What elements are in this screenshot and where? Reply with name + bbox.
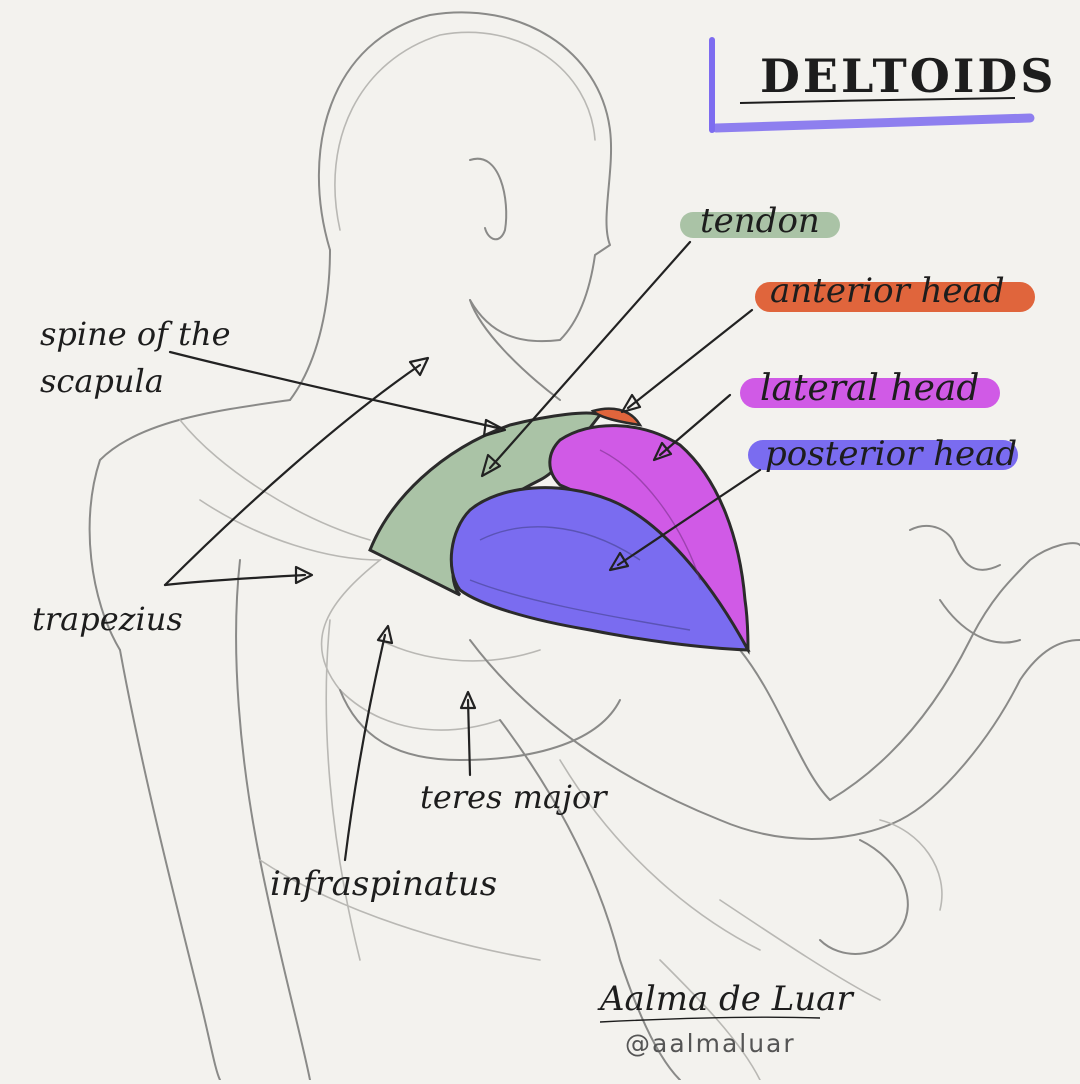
arrowhead bbox=[376, 624, 394, 645]
arrowhead bbox=[459, 690, 477, 710]
lateral-head-leader-line bbox=[658, 393, 732, 457]
infraspinatus-leader-line bbox=[343, 633, 387, 862]
tendon-leader-line bbox=[488, 240, 692, 470]
deltoid-muscles bbox=[368, 407, 751, 655]
anterior-head-leader-line bbox=[626, 308, 754, 410]
trapezius-leader-line-lower bbox=[163, 573, 307, 587]
spine-of-scapula-label-line2: scapula bbox=[40, 362, 164, 400]
arrowhead bbox=[482, 418, 507, 438]
posterior-head-highlight bbox=[748, 440, 1018, 470]
trapezius-leader-line-upper bbox=[163, 363, 422, 587]
trapezius-label: trapezius bbox=[32, 600, 183, 638]
title-text: DELTOIDS bbox=[760, 49, 1056, 103]
tendon-highlight bbox=[680, 212, 840, 238]
infraspinatus-label: infraspinatus bbox=[270, 864, 497, 904]
anterior-head-label: anterior head bbox=[770, 271, 1005, 311]
teres-major-leader-line bbox=[466, 698, 472, 777]
lateral-head-highlight bbox=[740, 378, 1000, 408]
artist-handle: @aalmaluar bbox=[625, 1029, 796, 1058]
signature-text: Aalma de Luar bbox=[597, 979, 854, 1019]
artist-signature: Aalma de Luar @aalmaluar bbox=[597, 979, 854, 1058]
arrowhead bbox=[408, 356, 430, 377]
arrowhead bbox=[620, 393, 642, 414]
spine-of-scapula-leader-line bbox=[168, 350, 500, 430]
arrowhead bbox=[294, 565, 314, 585]
arrowhead bbox=[652, 441, 673, 462]
leader-lines bbox=[163, 240, 762, 862]
posterior-head-region bbox=[449, 486, 751, 652]
posterior-head-label: posterior head bbox=[765, 434, 1017, 474]
title-underline bbox=[711, 113, 1035, 133]
spine-of-scapula-label-line1: spine of the bbox=[40, 315, 231, 353]
title-block: DELTOIDS bbox=[709, 37, 1056, 133]
arrowhead bbox=[608, 551, 630, 572]
label-highlights bbox=[680, 212, 1035, 470]
anterior-head-region bbox=[590, 407, 643, 427]
tendon-label: tendon bbox=[700, 201, 820, 241]
teres-major-label: teres major bbox=[420, 778, 608, 816]
posterior-head-leader-line bbox=[616, 468, 762, 567]
lateral-head-label: lateral head bbox=[760, 368, 979, 409]
anterior-head-highlight bbox=[755, 282, 1035, 312]
arrowhead bbox=[480, 453, 502, 478]
